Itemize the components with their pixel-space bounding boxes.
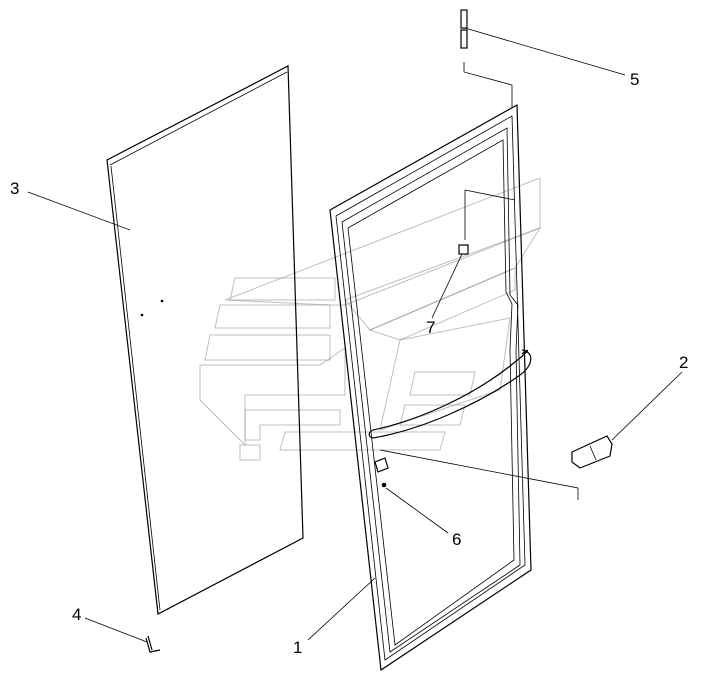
hinge-pin: [460, 9, 513, 108]
door-frame: [329, 103, 532, 672]
callout-7: 7: [426, 318, 435, 337]
callout-4: 4: [72, 605, 81, 624]
latch: [571, 435, 613, 469]
callout-5: 5: [630, 70, 639, 89]
key: [145, 635, 161, 653]
bushing: [458, 189, 516, 255]
callout-3: 3: [10, 179, 19, 198]
catch-plate: [374, 449, 579, 500]
callout-2: 2: [679, 353, 688, 372]
callout-1: 1: [293, 638, 302, 657]
glass-panel: [106, 65, 304, 615]
callout-6: 6: [452, 530, 461, 549]
leader-lines: [27, 27, 683, 643]
watermark-logo: [199, 177, 542, 461]
